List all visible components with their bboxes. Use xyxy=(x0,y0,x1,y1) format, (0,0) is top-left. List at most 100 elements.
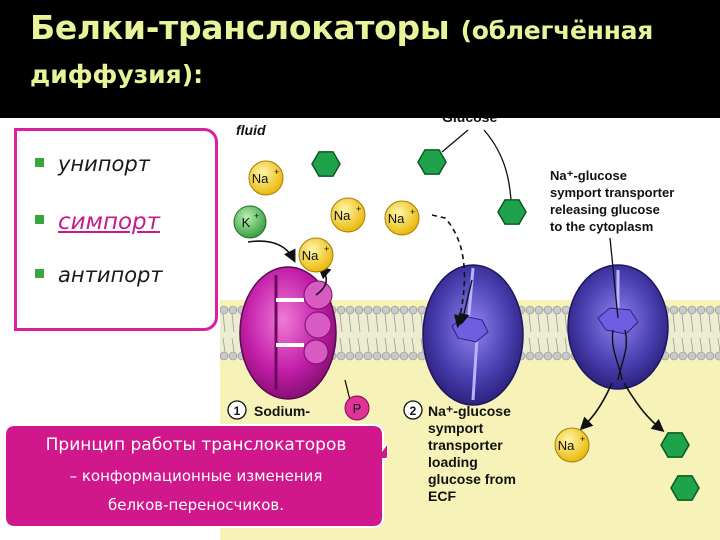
svg-text:K: K xyxy=(242,215,251,230)
lipid-head xyxy=(363,351,373,361)
lipid-head xyxy=(669,351,679,361)
svg-text:+: + xyxy=(254,211,259,221)
lipid-head xyxy=(687,305,697,315)
svg-text:Na: Na xyxy=(558,438,575,453)
svg-text:Na: Na xyxy=(302,248,319,263)
releasing-caption-3: releasing glucose xyxy=(550,202,660,217)
releasing-caption-2: symport transporter xyxy=(550,185,674,200)
glucose-molecules xyxy=(311,149,700,501)
lipid-head xyxy=(372,351,382,361)
lipid-tail xyxy=(375,337,379,353)
lipid-tail xyxy=(708,337,712,353)
releasing-caption-4: to the cytoplasm xyxy=(550,219,653,234)
svg-text:Na⁺-glucose: Na⁺-glucose xyxy=(428,403,511,419)
svg-text:+: + xyxy=(324,244,329,254)
lipid-head xyxy=(696,305,706,315)
lipid-head xyxy=(561,351,571,361)
sodium-potassium-pump xyxy=(239,240,353,409)
lipid-head xyxy=(408,305,418,315)
lipid-head xyxy=(534,351,544,361)
lipid-tail xyxy=(366,337,370,353)
lipid-tail xyxy=(555,337,559,353)
slide-title-line2: диффузия): xyxy=(30,60,204,89)
lipid-head xyxy=(381,351,391,361)
lipid-tail xyxy=(546,313,550,333)
lipid-head xyxy=(228,351,238,361)
step-1: 1 Sodium- xyxy=(227,400,310,420)
glucose-hexagon-icon xyxy=(417,149,447,175)
lipid-head xyxy=(543,305,553,315)
na-ion-5: Na + xyxy=(554,427,590,463)
lipid-head xyxy=(345,351,355,361)
lipid-head xyxy=(399,351,409,361)
lipid-tail xyxy=(222,313,226,333)
bullet-link-symport[interactable]: симпорт xyxy=(58,209,161,235)
svg-text:glucose from: glucose from xyxy=(428,471,516,487)
lipid-tail xyxy=(222,337,226,353)
lipid-tail xyxy=(231,313,235,333)
callout-line-2: – конформационные изменения xyxy=(69,467,323,485)
bullet-label: антипорт xyxy=(58,263,163,287)
lipid-tail xyxy=(681,337,685,353)
lipid-tail xyxy=(357,313,361,333)
bullet-marker-icon xyxy=(35,268,44,278)
lipid-head xyxy=(714,351,720,361)
transport-figure: P Extracellular fluid Glucose Na⁺-g xyxy=(220,90,720,540)
lipid-head xyxy=(687,351,697,361)
releasing-caption-1: Na⁺-glucose xyxy=(550,168,627,183)
lipid-tail xyxy=(564,337,568,353)
lipid-head xyxy=(696,351,706,361)
lipid-tail xyxy=(528,337,532,353)
glucose-hexagon-icon xyxy=(660,432,690,458)
svg-text:ECF: ECF xyxy=(428,488,456,504)
lipid-tail xyxy=(357,337,361,353)
lipid-tail xyxy=(348,337,352,353)
svg-text:Sodium-: Sodium- xyxy=(254,403,310,419)
lipid-tail xyxy=(555,313,559,333)
callout-line-3: белков-переносчиков. xyxy=(107,496,285,514)
na-ion-2: Na + xyxy=(330,197,366,233)
lipid-tail xyxy=(402,337,406,353)
lipid-head xyxy=(345,305,355,315)
lipid-head xyxy=(336,305,346,315)
lipid-tail xyxy=(672,337,676,353)
svg-text:1: 1 xyxy=(234,404,241,418)
k-ion: K + xyxy=(233,205,267,239)
lipid-tail xyxy=(402,313,406,333)
title-bar: Белки-транслокаторы (облегчённая диффузи… xyxy=(0,0,720,118)
phosphate: P xyxy=(344,395,370,421)
lipid-tail xyxy=(699,337,703,353)
lipid-head xyxy=(381,305,391,315)
lipid-head xyxy=(220,305,229,315)
lipid-head xyxy=(669,305,679,315)
lipid-tail xyxy=(564,313,568,333)
extracellular-label-2: fluid xyxy=(236,122,266,138)
lipid-tail xyxy=(393,313,397,333)
lipid-tail xyxy=(546,337,550,353)
lipid-tail xyxy=(420,337,424,353)
bullet-item-symport[interactable]: симпорт xyxy=(35,209,160,235)
lipid-head xyxy=(408,351,418,361)
lipid-tail xyxy=(375,313,379,333)
svg-text:2: 2 xyxy=(410,404,417,418)
lipid-tail xyxy=(411,313,415,333)
lipid-tail xyxy=(708,313,712,333)
bullet-marker-icon xyxy=(35,157,44,167)
svg-text:symport: symport xyxy=(428,420,484,436)
lipid-head xyxy=(525,305,535,315)
bullet-item-uniport: унипорт xyxy=(35,152,150,176)
lipid-head xyxy=(534,305,544,315)
lipid-head xyxy=(543,351,553,361)
lipid-tail xyxy=(672,313,676,333)
lipid-head xyxy=(390,305,400,315)
lipid-head xyxy=(228,305,238,315)
lipid-tail xyxy=(681,313,685,333)
bullet-list: унипорт симпорт антипорт xyxy=(14,128,218,331)
callout-title: Принцип работы транслокаторов xyxy=(45,435,347,455)
lipid-head xyxy=(678,305,688,315)
lipid-head xyxy=(678,351,688,361)
lipid-tail xyxy=(393,337,397,353)
svg-text:Na: Na xyxy=(388,211,405,226)
lipid-head xyxy=(336,351,346,361)
lipid-tail xyxy=(690,313,694,333)
